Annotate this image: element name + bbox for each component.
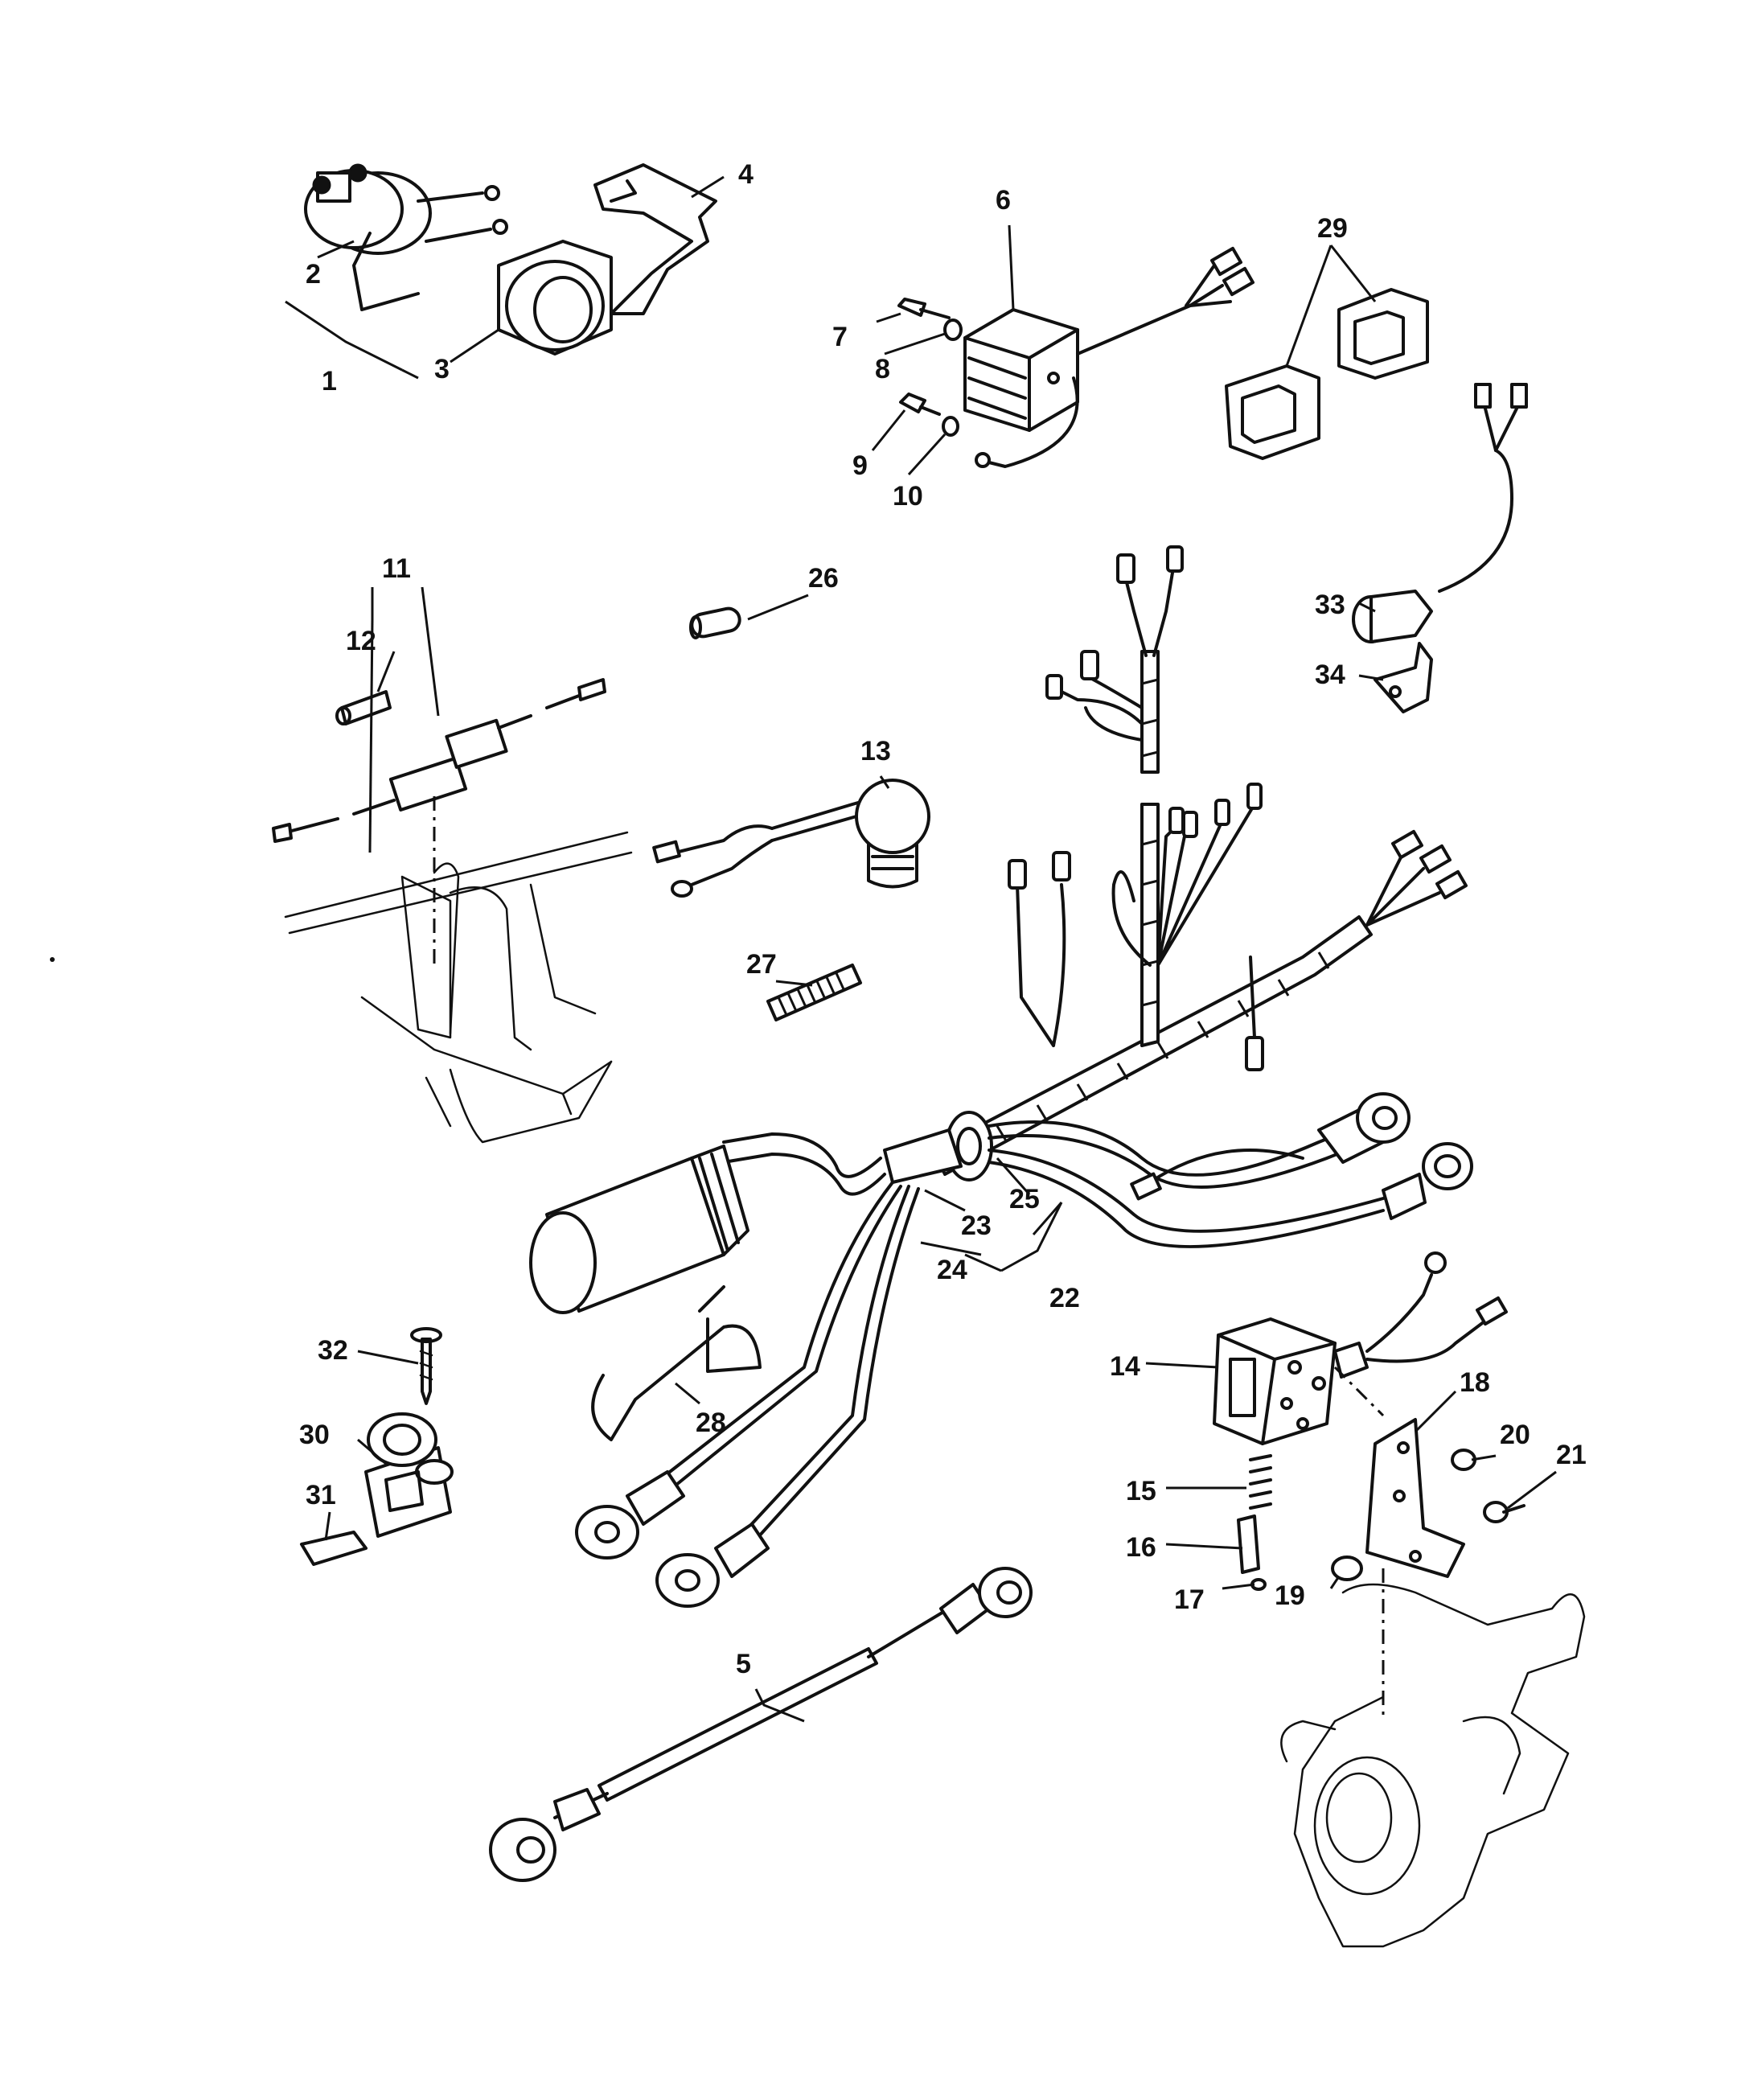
callout-1: 1 — [322, 366, 337, 397]
callout-2: 2 — [306, 259, 321, 290]
callout-23: 23 — [961, 1210, 992, 1241]
callout-7: 7 — [832, 322, 848, 352]
callout-26: 26 — [808, 563, 839, 594]
callout-8: 8 — [875, 354, 890, 384]
callout-18: 18 — [1460, 1367, 1490, 1398]
speck — [50, 957, 55, 962]
cable-clamp — [300, 1327, 454, 1566]
switch-plug — [652, 779, 930, 898]
callout-16: 16 — [1126, 1532, 1156, 1563]
callout-6: 6 — [996, 185, 1011, 216]
callout-12: 12 — [346, 626, 376, 656]
leader-lines — [285, 175, 1557, 1723]
callout-15: 15 — [1126, 1476, 1156, 1506]
callout-25: 25 — [1009, 1184, 1040, 1214]
callout-31: 31 — [306, 1480, 336, 1510]
callout-10: 10 — [893, 481, 923, 512]
callout-labels: 1 2 3 4 5 6 7 8 9 10 11 12 13 14 15 16 1… — [299, 159, 1587, 1679]
grommets — [1225, 288, 1429, 460]
callout-27: 27 — [746, 949, 777, 980]
callout-3: 3 — [434, 354, 450, 384]
callout-20: 20 — [1500, 1420, 1530, 1450]
callout-13: 13 — [860, 736, 891, 766]
callout-33: 33 — [1315, 590, 1345, 620]
spiral-wrap — [766, 964, 862, 1021]
callout-19: 19 — [1275, 1580, 1305, 1611]
choke-solenoid-assembly — [1213, 1251, 1526, 1721]
battery-cables — [575, 1181, 920, 1608]
main-wiring-harness — [931, 545, 1468, 1176]
callout-22: 22 — [1049, 1283, 1080, 1313]
solenoid-bracket — [593, 163, 717, 315]
callout-11: 11 — [382, 553, 411, 584]
callout-5: 5 — [736, 1649, 751, 1679]
callout-24: 24 — [937, 1255, 967, 1285]
callout-32: 32 — [318, 1335, 348, 1366]
callout-14: 14 — [1110, 1351, 1140, 1382]
callout-29: 29 — [1317, 213, 1348, 244]
capacitor — [529, 1145, 749, 1314]
harness-grommet — [722, 1092, 1473, 1248]
carburetor-outline — [1280, 1583, 1586, 1948]
fuse-holder — [272, 678, 606, 843]
wire-clip — [591, 1285, 762, 1441]
rectifier-assembly — [897, 246, 1254, 468]
starter-solenoid-assembly — [304, 163, 613, 355]
engine-cowl-outline — [284, 796, 633, 1144]
callout-17: 17 — [1174, 1584, 1205, 1615]
callout-21: 21 — [1556, 1440, 1587, 1470]
battery-cable — [489, 1567, 1033, 1882]
callout-34: 34 — [1315, 660, 1345, 690]
callout-9: 9 — [852, 450, 868, 481]
callout-4: 4 — [738, 159, 754, 190]
callout-30: 30 — [299, 1420, 330, 1450]
sleeve — [689, 606, 741, 639]
temperature-sender — [1352, 383, 1528, 713]
callout-28: 28 — [696, 1408, 726, 1438]
